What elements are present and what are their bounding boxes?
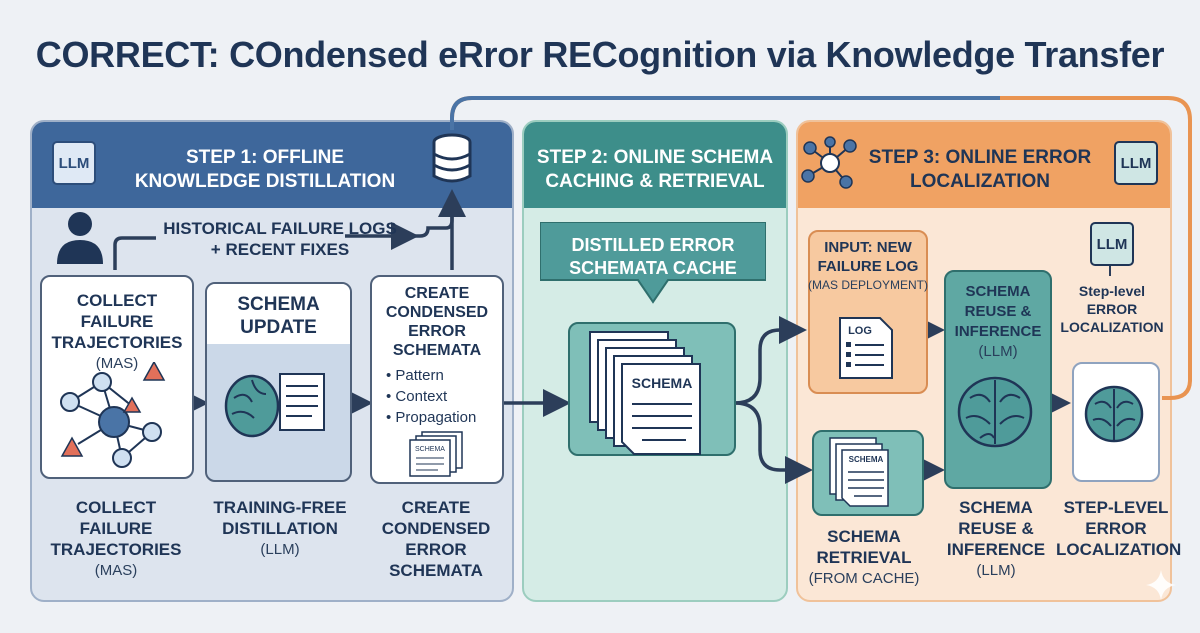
- sparkle-icon: [1146, 570, 1176, 600]
- step3-header: [798, 122, 1170, 208]
- page-title: CORRECT: COndensed eRror RECognition via…: [35, 34, 1165, 75]
- database-icon: [432, 133, 472, 183]
- cache-banner: [540, 222, 766, 304]
- schema-reuse-box: [944, 270, 1052, 489]
- schema-retrieval-stack-icon: SCHEMA: [829, 437, 889, 507]
- llm-chip-icon-step3: LLM: [1114, 141, 1158, 185]
- llm-chip-icon: LLM: [52, 141, 96, 185]
- collect-trajectories-box: [40, 275, 194, 479]
- historical-logs-label: HISTORICAL FAILURE LOGS+ RECENT FIXES: [163, 219, 397, 259]
- svg-text:SCHEMA: SCHEMA: [849, 455, 884, 464]
- svg-text:LOG: LOG: [848, 325, 872, 337]
- bullet-context: • Context: [386, 388, 448, 405]
- network-icon: [801, 136, 857, 189]
- schema-bullets: • Pattern • Context • Propagation: [386, 365, 496, 428]
- svg-text:SCHEMA: SCHEMA: [415, 446, 445, 453]
- brain-icon-step-level: [1084, 385, 1144, 443]
- agent-network-icon: [60, 362, 166, 468]
- llm-chip-icon-small: LLM: [1090, 222, 1134, 266]
- log-doc-icon: LOG: [839, 317, 893, 379]
- schema-stack-icon: SCHEMA: [589, 331, 701, 455]
- user-icon: [57, 212, 103, 264]
- schema-doc-icon: SCHEMA: [409, 431, 463, 477]
- bullet-propagation: • Propagation: [386, 409, 477, 426]
- bullet-pattern: • Pattern: [386, 367, 444, 384]
- step2-header: [524, 122, 786, 208]
- brain-icon: [224, 373, 325, 438]
- brain-icon-step3: [957, 376, 1033, 448]
- svg-text:SCHEMA: SCHEMA: [632, 375, 693, 391]
- step1-header: [32, 122, 512, 208]
